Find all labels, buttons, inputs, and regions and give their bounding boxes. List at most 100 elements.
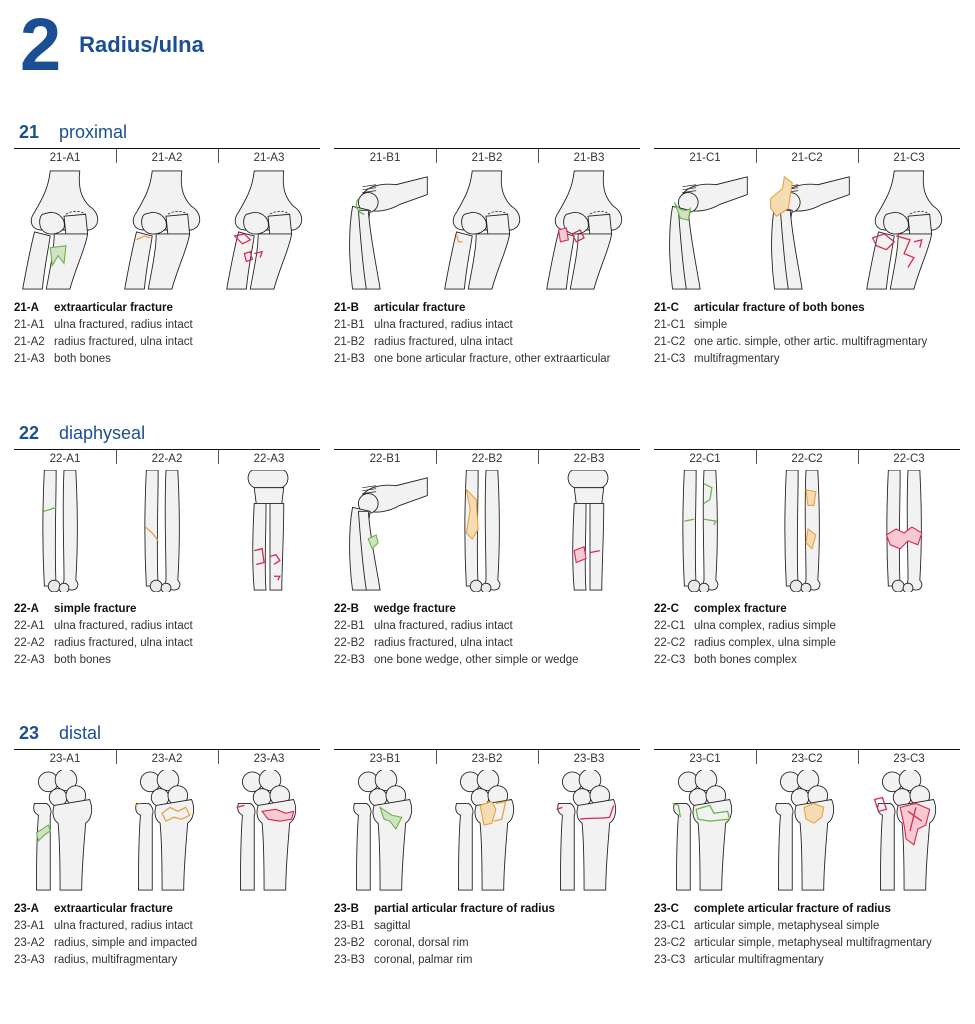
figure-label: 22-A2	[151, 453, 183, 465]
figure-label: 21-C1	[689, 152, 721, 164]
figure-label: 23-A3	[253, 753, 285, 765]
group-rule	[334, 449, 640, 450]
figure-23-B3: 23-B3	[538, 750, 640, 891]
section-number: 22	[19, 423, 40, 443]
figure-label: 23-C1	[689, 753, 721, 765]
group-rule	[654, 749, 960, 750]
bone-illustration-icon	[22, 170, 99, 290]
figure-label: 21-A1	[49, 152, 81, 164]
section-name: distal	[59, 723, 102, 743]
figure-21-C3: 21-C3	[858, 149, 960, 290]
figure-22-C3: 22-C3	[858, 450, 960, 592]
bone-illustration-icon	[885, 470, 923, 592]
figure-21-B2: 21-B2	[436, 149, 538, 290]
bone-illustration-icon	[349, 477, 428, 591]
bone-illustration-icon	[236, 770, 297, 891]
section-heading: 21 proximal	[19, 122, 127, 144]
section-number: 23	[19, 723, 40, 743]
bone-illustration-icon	[247, 470, 289, 591]
figure-label: 22-B2	[471, 453, 503, 465]
section-heading: 22 diaphyseal	[19, 423, 145, 445]
figure-label: 22-C1	[689, 453, 721, 465]
group-rule	[14, 148, 320, 149]
figure-label: 21-B2	[471, 152, 503, 164]
figure-22-C1: 22-C1	[654, 450, 756, 592]
figure-label: 21-B3	[573, 152, 605, 164]
bone-illustration-icon	[669, 176, 748, 290]
figure-23-A1: 23-A1	[14, 750, 116, 891]
figure-label: 23-A1	[49, 753, 81, 765]
figure-label: 21-A2	[151, 152, 183, 164]
figure-23-C2: 23-C2	[756, 750, 858, 891]
bone-illustration-icon	[682, 470, 719, 592]
bone-illustration-icon	[784, 470, 821, 592]
figure-label: 21-C2	[791, 152, 823, 164]
bone-illustration-icon	[672, 770, 733, 891]
group-rule	[654, 449, 960, 450]
figure-22-B2: 22-B2	[436, 450, 538, 592]
section-name: proximal	[59, 122, 128, 142]
figure-label: 22-A3	[253, 453, 285, 465]
figure-label: 21-B1	[369, 152, 401, 164]
group-rule	[334, 148, 640, 149]
figure-21-A3: 21-A3	[218, 149, 320, 290]
figure-22-A3: 22-A3	[218, 450, 320, 591]
figure-22-A1: 22-A1	[14, 450, 116, 592]
figure-22-C2: 22-C2	[756, 450, 858, 592]
figure-21-C1: 21-C1	[654, 149, 756, 290]
bone-illustration-icon	[33, 770, 93, 891]
bone-illustration-icon	[144, 470, 181, 592]
figure-21-A2: 21-A2	[116, 149, 218, 290]
bone-illustration-icon	[775, 770, 835, 891]
bone-illustration-icon	[444, 170, 521, 290]
figure-21-C2: 21-C2	[756, 149, 858, 290]
bone-illustration-icon	[567, 470, 609, 591]
figure-22-B3: 22-B3	[538, 450, 640, 591]
figure-label: 23-B1	[369, 753, 401, 765]
figure-23-B1: 23-B1	[334, 750, 436, 891]
figure-label: 22-B3	[573, 453, 605, 465]
bone-illustration-icon	[226, 170, 303, 290]
figure-23-B2: 23-B2	[436, 750, 538, 891]
figure-22-A2: 22-A2	[116, 450, 218, 592]
figure-label: 22-B1	[369, 453, 401, 465]
bone-illustration-icon	[873, 770, 937, 891]
figure-label: 23-C3	[893, 753, 925, 765]
figure-label: 23-C2	[791, 753, 823, 765]
figure-label: 23-B3	[573, 753, 605, 765]
bone-illustration-icon	[455, 770, 515, 891]
page-header: 2 Radius/ulna	[20, 8, 204, 82]
